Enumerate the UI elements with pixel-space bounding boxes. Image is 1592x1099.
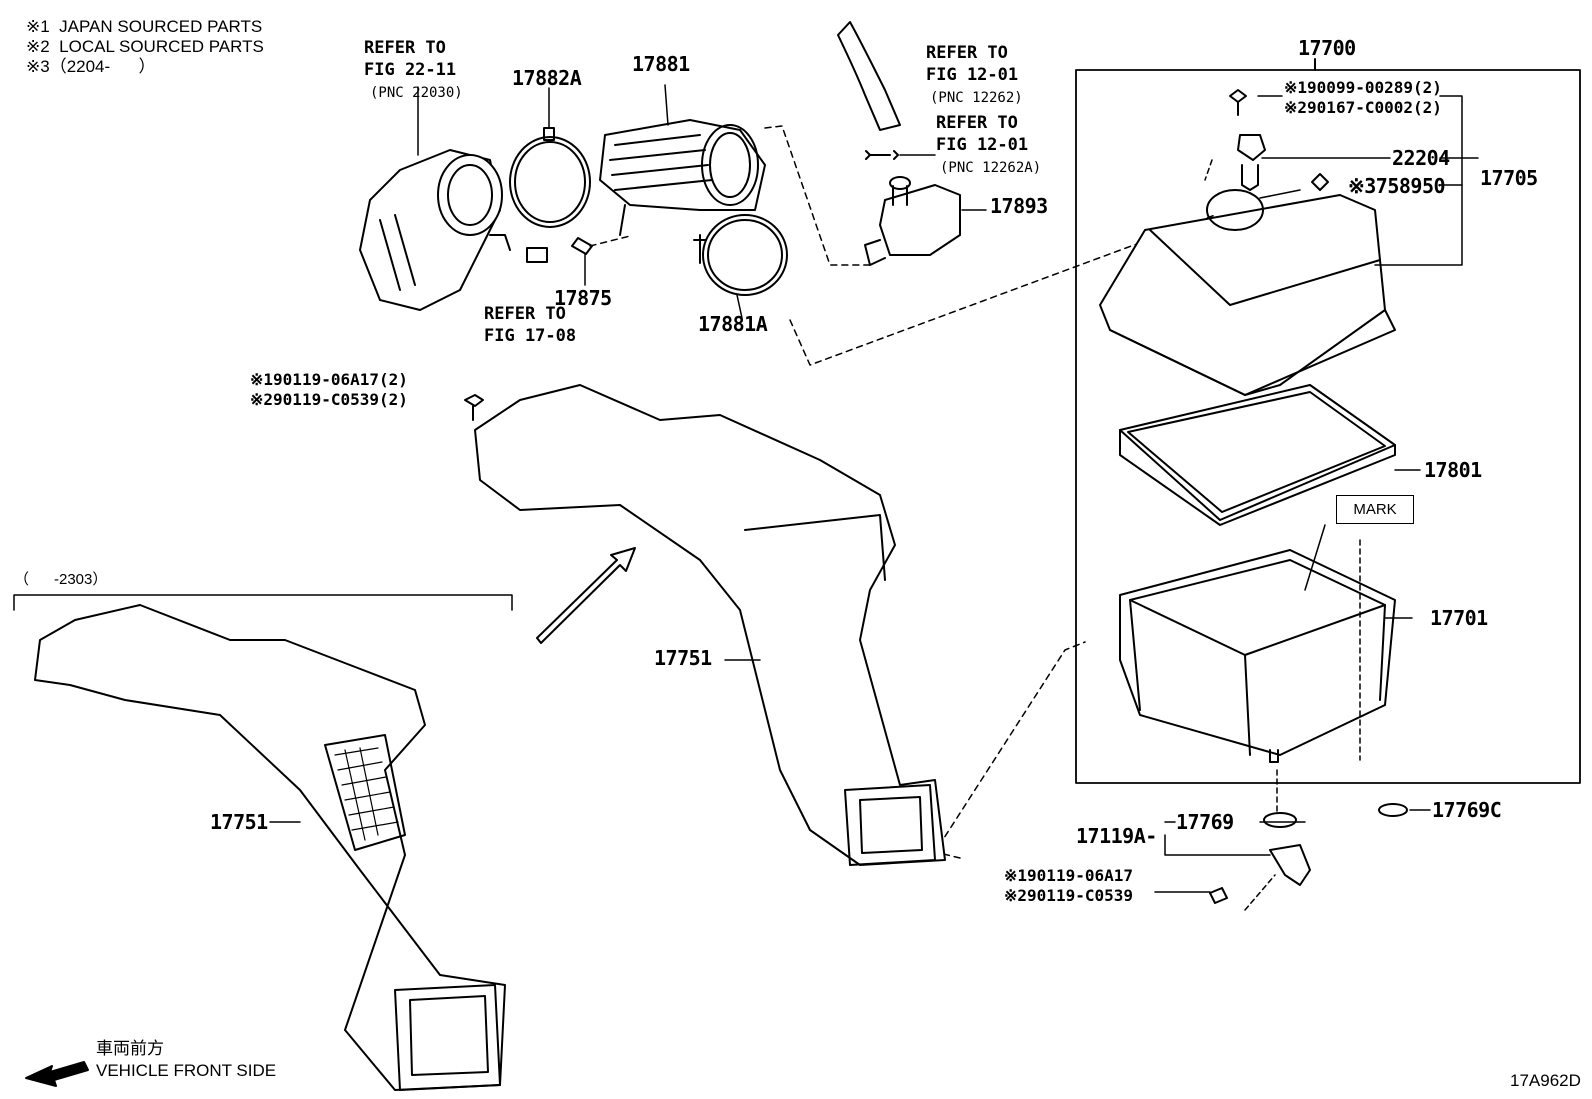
filter-element-drawing xyxy=(1119,384,1421,526)
ref-fig1708-line2[interactable]: FIG 17-08 xyxy=(484,326,577,346)
bolt-bracket-local[interactable]: ※290119-C0539 xyxy=(1004,886,1133,905)
part-17882A-label[interactable]: 17882A xyxy=(512,66,582,90)
air-cleaner-cap-drawing xyxy=(1099,89,1479,396)
figure-code: 17A962D xyxy=(1510,1071,1581,1090)
breather-hose-drawing xyxy=(837,21,936,160)
dashed-link-1 xyxy=(764,125,871,266)
part-22204-label[interactable]: 22204 xyxy=(1392,146,1450,170)
ref-fig1708-line1[interactable]: REFER TO xyxy=(484,304,566,324)
bolt-bracket-japan[interactable]: ※190119-06A17 xyxy=(1004,866,1133,885)
intake-hose-17881-drawing xyxy=(599,84,766,236)
part-17769-label[interactable]: 17769 xyxy=(1176,810,1234,834)
bolt-duct-japan[interactable]: ※190119-06A17(2) xyxy=(250,370,408,389)
direction-arrow-drawing xyxy=(536,547,636,644)
assembly-frame xyxy=(1075,69,1581,784)
range-bracket xyxy=(13,594,513,611)
part-17751-center-label[interactable]: 17751 xyxy=(654,646,712,670)
part-758950-label[interactable]: ※3758950 xyxy=(1348,174,1446,198)
part-17881A-label[interactable]: 17881A xyxy=(698,312,768,336)
inlet-duct-left-drawing xyxy=(34,604,506,1091)
mark-callout: MARK xyxy=(1336,495,1414,524)
connector-17875-drawing xyxy=(526,235,631,286)
part-17881-label[interactable]: 17881 xyxy=(632,52,690,76)
part-17875-label[interactable]: 17875 xyxy=(554,286,612,310)
part-17700-label[interactable]: 17700 xyxy=(1298,36,1356,60)
ref-throttle-line2[interactable]: FIG 22-11 xyxy=(364,60,457,80)
ref-hose-line3[interactable]: (PNC 12262) xyxy=(930,90,1023,106)
air-cleaner-case-drawing xyxy=(1119,524,1413,763)
part-17119A-label[interactable]: 17119A- xyxy=(1076,824,1157,848)
front-side-en: VEHICLE FRONT SIDE xyxy=(96,1061,277,1080)
ref-hose-a-line2[interactable]: FIG 12-01 xyxy=(936,135,1029,155)
clamp-17881A-drawing xyxy=(693,214,788,319)
throttle-body-drawing xyxy=(359,86,511,311)
dashed-link-3 xyxy=(934,641,1086,859)
part-17769C-label[interactable]: 17769C xyxy=(1432,798,1502,822)
ref-hose-a-line1[interactable]: REFER TO xyxy=(936,113,1018,133)
part-17701-label[interactable]: 17701 xyxy=(1430,606,1488,630)
vehicle-front-arrow xyxy=(25,1061,89,1087)
bolt-top-local[interactable]: ※290167-C0002(2) xyxy=(1284,98,1442,117)
range-label: （ -2303） xyxy=(14,571,108,588)
dashed-link-2 xyxy=(789,214,1216,366)
part-17751-left-label[interactable]: 17751 xyxy=(210,810,268,834)
bracket-17119A-drawing xyxy=(1154,821,1311,911)
part-17705-label[interactable]: 17705 xyxy=(1480,166,1538,190)
legend-note-local: ※2 LOCAL SOURCED PARTS xyxy=(26,37,264,56)
inlet-duct-center-drawing xyxy=(464,384,946,866)
bolt-top-japan[interactable]: ※190099-00289(2) xyxy=(1284,78,1442,97)
clamp-17882A-drawing xyxy=(509,87,591,228)
ref-throttle-line1[interactable]: REFER TO xyxy=(364,38,446,58)
part-17893-label[interactable]: 17893 xyxy=(990,194,1048,218)
ref-hose-a-line3[interactable]: (PNC 12262A) xyxy=(940,160,1042,176)
part-17801-label[interactable]: 17801 xyxy=(1424,458,1482,482)
legend-note-japan: ※1 JAPAN SOURCED PARTS xyxy=(26,17,263,36)
resonator-17893-drawing xyxy=(864,176,987,266)
ref-hose-line1[interactable]: REFER TO xyxy=(926,43,1008,63)
ref-hose-line2[interactable]: FIG 12-01 xyxy=(926,65,1019,85)
legend-note-date: ※3（2204- ） xyxy=(26,57,156,76)
front-side-jp: 車両前方 xyxy=(96,1039,164,1058)
ref-throttle-line3[interactable]: (PNC 22030) xyxy=(370,85,463,101)
bolt-duct-local[interactable]: ※290119-C0539(2) xyxy=(250,390,408,409)
